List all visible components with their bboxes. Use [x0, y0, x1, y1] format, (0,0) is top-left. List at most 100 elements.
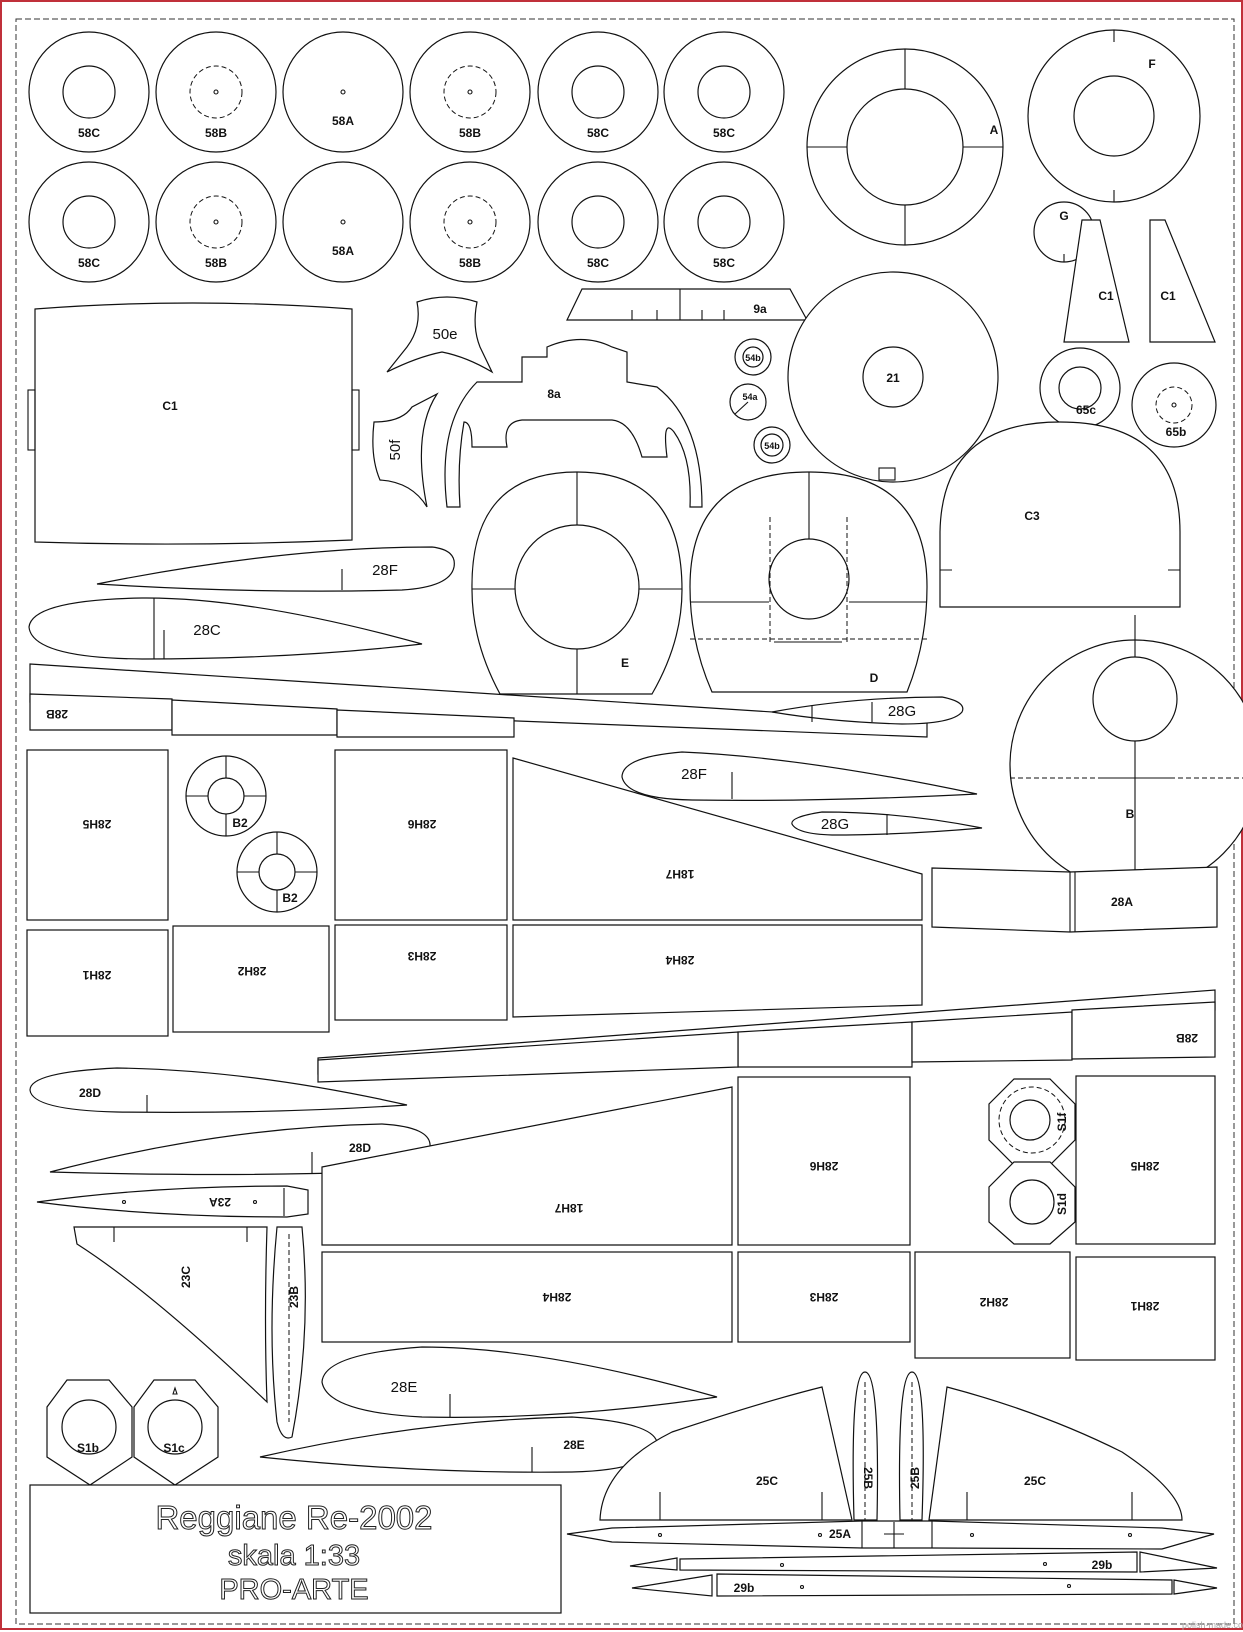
label-28H1: 28H1: [1130, 1299, 1159, 1313]
rib-28F-1: 28F: [96, 546, 455, 592]
part-C1-large: C1: [27, 302, 360, 545]
label-23C: 23C: [179, 1266, 193, 1288]
nut-S1f: S1f: [988, 1078, 1076, 1166]
label-S1c: S1c: [163, 1441, 185, 1455]
label-S1b: S1b: [77, 1441, 99, 1455]
title-block: Reggiane Re-2002 skala 1:33 PRO-ARTE: [29, 1484, 562, 1614]
watermark: polish-made.com: [1182, 1620, 1243, 1630]
label-65b: 65b: [1166, 425, 1187, 439]
label-28H1: 28H1: [82, 968, 111, 982]
label-28H5: 28H5: [1130, 1159, 1159, 1173]
fin-23C: 23C: [73, 1226, 268, 1404]
label-58b: 58B: [459, 126, 481, 140]
former-B: B: [1009, 615, 1243, 891]
scale-text: skala 1:33: [228, 1540, 360, 1572]
label-65c: 65c: [1076, 403, 1096, 417]
panel-28H6-1: 28H6: [334, 749, 508, 921]
label-28G: 28G: [821, 816, 849, 833]
wheel-disc-58c: 58C: [28, 161, 150, 283]
part-50e: 50e: [386, 296, 494, 374]
nut-S1b: S1b: [46, 1379, 133, 1486]
label-50e: 50e: [432, 326, 457, 343]
label-28G: 28G: [888, 703, 916, 720]
stabilizer-25C-left: 25C: [599, 1386, 853, 1521]
model-title: Reggiane Re-2002: [155, 1499, 432, 1536]
label-C1: C1: [1160, 289, 1176, 303]
panel-28H5-1: 28H5: [26, 749, 169, 921]
panel-28H3-1: 28H3: [334, 924, 508, 1021]
panel-28A: 28A: [931, 866, 1218, 933]
rib-28C: 28C: [28, 597, 423, 660]
label-28H6: 28H6: [407, 817, 436, 831]
part-65b: 65b: [1131, 362, 1217, 448]
label-E: E: [621, 656, 629, 670]
label-58b: 58B: [205, 256, 227, 270]
label-B2: B2: [282, 891, 298, 905]
part-65c: 65c: [1039, 347, 1121, 429]
label-28D: 28D: [349, 1141, 371, 1155]
label-25B: 25B: [908, 1467, 922, 1489]
label-C1: C1: [1098, 289, 1114, 303]
label-28H5: 28H5: [82, 817, 111, 831]
strut-23A: 23A: [36, 1185, 309, 1218]
label-28B: 28B: [1176, 1031, 1198, 1045]
wheel-disc-58b: 58B: [155, 31, 277, 153]
label-50f: 50f: [387, 439, 404, 461]
label-28F: 28F: [372, 562, 398, 579]
label-B: B: [1126, 807, 1135, 821]
former-C3: C3: [939, 421, 1181, 608]
wheel-disc-58c: 58C: [663, 31, 785, 153]
part-C1-left: C1: [1063, 219, 1130, 343]
label-28D: 28D: [79, 1086, 101, 1100]
label-25C: 25C: [1024, 1474, 1046, 1488]
former-E: E: [471, 471, 683, 695]
label-G: G: [1059, 209, 1068, 223]
label-58b: 58B: [205, 126, 227, 140]
part-54b-bottom: 54b: [753, 426, 791, 464]
label-28A: 28A: [1111, 895, 1133, 909]
wheel-disc-58a: 58A: [282, 31, 404, 153]
label-58c: 58C: [713, 256, 735, 270]
label-F: F: [1148, 57, 1155, 71]
label-28H2: 28H2: [237, 964, 266, 978]
label-28H6: 28H6: [809, 1159, 838, 1173]
part-C1-right: C1: [1149, 219, 1216, 343]
panel-28H6-2: 28H6: [737, 1076, 911, 1246]
panel-18H7-2: 18H7: [321, 1086, 733, 1246]
spar-25A: 25A: [566, 1520, 1215, 1550]
ring-B2-1: B2: [185, 755, 267, 837]
label-28E: 28E: [391, 1379, 418, 1396]
label-18H7: 18H7: [665, 867, 694, 881]
label-58c: 58C: [713, 126, 735, 140]
label-B2: B2: [232, 816, 248, 830]
strut-23B: 23B: [271, 1226, 306, 1439]
wheel-disc-58b: 58B: [409, 161, 531, 283]
spar-28B-2: 28B: [317, 989, 1216, 1083]
label-29b: 29b: [1092, 1558, 1113, 1572]
label-18H7: 18H7: [554, 1201, 583, 1215]
wheel-disc-58c: 58C: [537, 31, 659, 153]
ring-B2-2: B2: [236, 831, 318, 913]
former-A: A: [806, 48, 1004, 246]
label-58c: 58C: [587, 256, 609, 270]
label-S1f: S1f: [1055, 1112, 1069, 1132]
label-28H3: 28H3: [809, 1290, 838, 1304]
label-28H2: 28H2: [979, 1295, 1008, 1309]
label-25C: 25C: [756, 1474, 778, 1488]
label-S1d: S1d: [1055, 1193, 1069, 1215]
label-54a: 54a: [742, 392, 758, 402]
part-8a: 8a: [444, 338, 703, 508]
wheel-disc-58c: 58C: [663, 161, 785, 283]
label-58c: 58C: [78, 256, 100, 270]
label-28H3: 28H3: [407, 949, 436, 963]
panel-28H5-2: 28H5: [1075, 1075, 1216, 1245]
label-25A: 25A: [829, 1527, 851, 1541]
rudder-25B-right: 25B: [898, 1371, 924, 1521]
wheel-disc-58c: 58C: [28, 31, 150, 153]
panel-28H4-2: 28H4: [321, 1251, 733, 1343]
label-D: D: [870, 671, 879, 685]
label-28B: 28B: [46, 707, 68, 721]
wheel-disc-58b: 58B: [409, 31, 531, 153]
label-58a: 58A: [332, 244, 354, 258]
